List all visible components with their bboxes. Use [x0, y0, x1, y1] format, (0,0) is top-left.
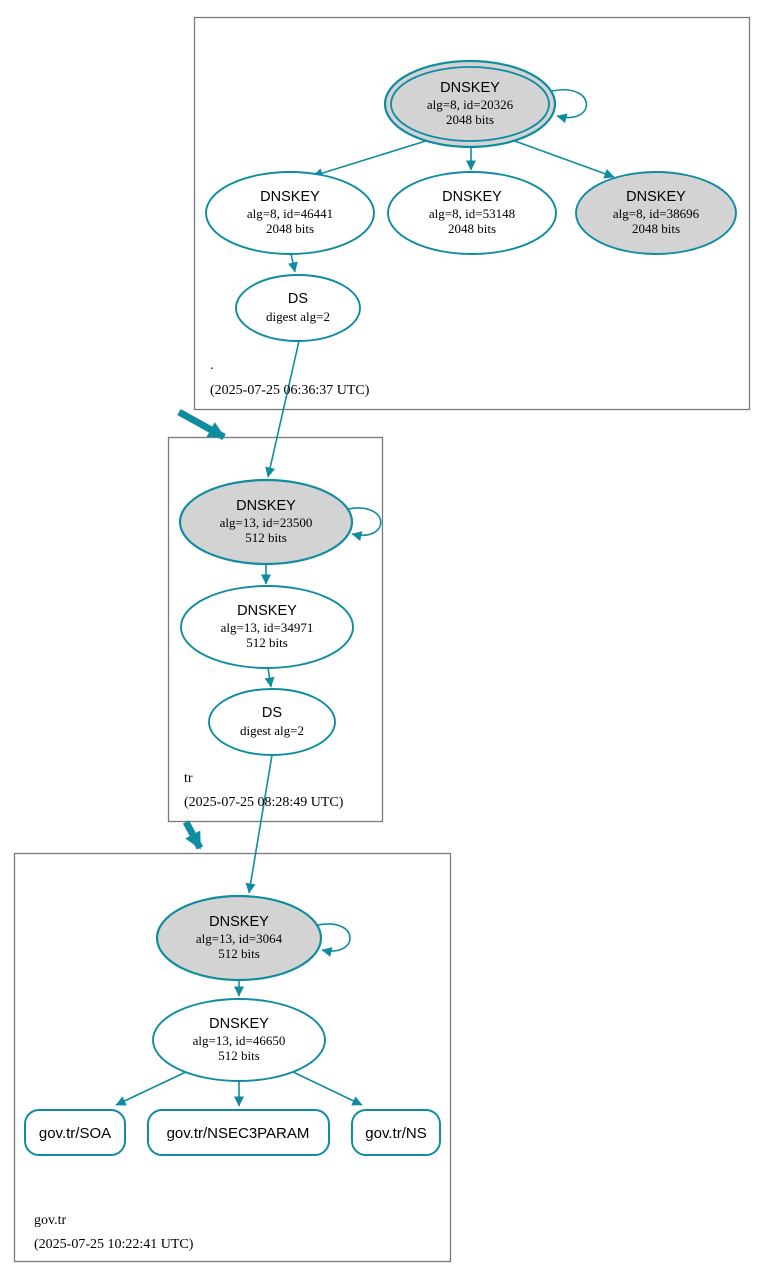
root-zsk2-detail: alg=8, id=53148 [429, 206, 515, 221]
govtr-nsec3param-label: gov.tr/NSEC3PARAM [167, 1125, 310, 1142]
zone-timestamp-tr: (2025-07-25 08:28:49 UTC) [184, 795, 344, 810]
tr-ksk-type: DNSKEY [236, 498, 296, 514]
govtr-ksk-bits: 512 bits [218, 946, 260, 961]
node-govtr-zsk: DNSKEY alg=13, id=46650 512 bits [152, 998, 326, 1082]
node-root-zsk2: DNSKEY alg=8, id=53148 2048 bits [387, 171, 557, 255]
govtr-ksk-ellipse [155, 894, 323, 982]
tr-zsk-type: DNSKEY [237, 603, 297, 619]
delegation-arrow-root-to-tr [177, 408, 226, 441]
zone-label-root: . [210, 358, 214, 373]
edge-tr-ds-to-govtr-ksk [245, 754, 273, 894]
govtr-ksk-type: DNSKEY [209, 914, 269, 930]
root-zsk3-type: DNSKEY [626, 189, 686, 205]
root-ds-detail: digest alg=2 [266, 309, 330, 324]
root-ds-ellipse [235, 274, 361, 342]
node-govtr-rrset-nsec3param: gov.tr/NSEC3PARAM [147, 1109, 330, 1156]
node-root-ksk: DNSKEY alg=8, id=20326 2048 bits [383, 59, 557, 149]
edge-govtr-zsk-to-soa [115, 1070, 189, 1106]
node-root-zsk3: DNSKEY alg=8, id=38696 2048 bits [575, 171, 737, 255]
tr-zsk-bits: 512 bits [246, 635, 288, 650]
zone-timestamp-root: (2025-07-25 06:36:37 UTC) [210, 383, 370, 398]
zone-box-govtr [13, 852, 452, 1263]
root-zsk2-ellipse [387, 171, 557, 255]
node-govtr-rrset-ns: gov.tr/NS [351, 1109, 441, 1156]
zone-timestamp-govtr: (2025-07-25 10:22:41 UTC) [34, 1237, 194, 1252]
node-tr-ds: DS digest alg=2 [208, 688, 336, 756]
node-govtr-ksk: DNSKEY alg=13, id=3064 512 bits [155, 894, 323, 982]
govtr-zsk-ellipse [152, 998, 326, 1082]
govtr-ksk-detail: alg=13, id=3064 [196, 931, 283, 946]
zone-label-govtr: gov.tr [34, 1213, 66, 1228]
edge-root-ksk-to-zsk3 [511, 139, 615, 179]
tr-ds-detail: digest alg=2 [240, 723, 304, 738]
node-tr-zsk: DNSKEY alg=13, id=34971 512 bits [180, 585, 354, 669]
root-zsk2-bits: 2048 bits [448, 221, 496, 236]
tr-ksk-detail: alg=13, id=23500 [220, 515, 313, 530]
root-zsk1-ellipse [205, 171, 375, 255]
edge-root-ksk-to-zsk1 [312, 139, 430, 178]
node-root-zsk1: DNSKEY alg=8, id=46441 2048 bits [205, 171, 375, 255]
tr-ds-ellipse [208, 688, 336, 756]
root-ds-type: DS [288, 291, 308, 307]
root-ksk-type: DNSKEY [440, 80, 500, 96]
tr-ksk-bits: 512 bits [245, 530, 287, 545]
root-ksk-ellipse-inner [390, 66, 550, 142]
govtr-soa-rect [24, 1109, 126, 1156]
govtr-zsk-type: DNSKEY [209, 1016, 269, 1032]
zone-label-tr: tr [184, 771, 193, 786]
zone-box-tr [167, 436, 384, 823]
edge-root-ds-to-tr-ksk [265, 340, 300, 478]
tr-ksk-ellipse [178, 478, 354, 566]
edge-root-zsk1-to-ds [288, 253, 298, 273]
root-ksk-bits: 2048 bits [446, 112, 494, 127]
node-govtr-rrset-soa: gov.tr/SOA [24, 1109, 126, 1156]
edge-govtr-zsk-to-ns [290, 1070, 363, 1106]
zone-box-root [193, 16, 751, 411]
root-zsk3-detail: alg=8, id=38696 [613, 206, 700, 221]
govtr-zsk-detail: alg=13, id=46650 [193, 1033, 286, 1048]
root-zsk3-bits: 2048 bits [632, 221, 680, 236]
edge-tr-zsk-to-ds [264, 667, 275, 688]
edge-tr-ksk-selfsign [347, 507, 382, 541]
tr-zsk-detail: alg=13, id=34971 [221, 620, 314, 635]
node-root-ds: DS digest alg=2 [235, 274, 361, 342]
root-zsk1-type: DNSKEY [260, 189, 320, 205]
tr-ds-type: DS [262, 705, 282, 721]
edge-govtr-ksk-selfsign [317, 923, 351, 957]
edge-root-ksk-selfsign [551, 88, 588, 124]
govtr-ns-label: gov.tr/NS [365, 1125, 426, 1142]
govtr-ns-rect [351, 1109, 441, 1156]
root-ksk-detail: alg=8, id=20326 [427, 97, 514, 112]
root-ksk-ellipse-outer [383, 59, 557, 149]
root-zsk1-bits: 2048 bits [266, 221, 314, 236]
node-tr-ksk: DNSKEY alg=13, id=23500 512 bits [178, 478, 354, 566]
govtr-nsec3param-rect [147, 1109, 330, 1156]
tr-zsk-ellipse [180, 585, 354, 669]
root-zsk1-detail: alg=8, id=46441 [247, 206, 333, 221]
govtr-zsk-bits: 512 bits [218, 1048, 260, 1063]
root-zsk3-ellipse [575, 171, 737, 255]
root-zsk2-type: DNSKEY [442, 189, 502, 205]
delegation-arrow-tr-to-govtr [182, 820, 204, 850]
govtr-soa-label: gov.tr/SOA [39, 1125, 111, 1142]
